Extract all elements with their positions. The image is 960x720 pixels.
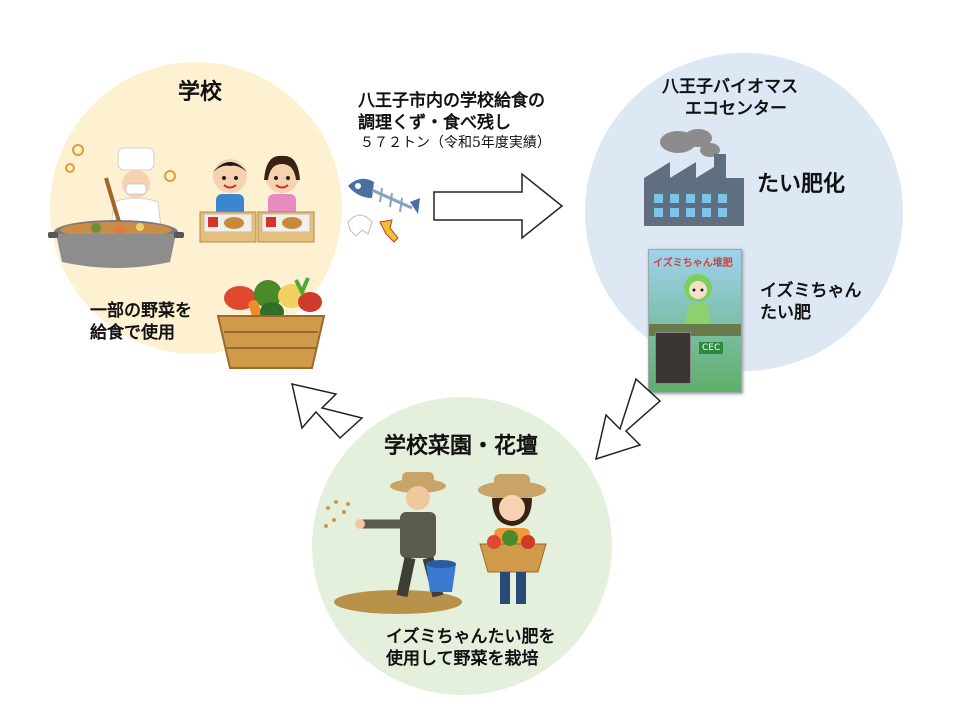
center-product-line-1: イズミちゃん <box>760 281 862 301</box>
chef-icon <box>48 144 184 268</box>
fish-bone-icon <box>347 178 420 243</box>
arrow-right <box>433 172 564 240</box>
garden-title: 学校菜園・花壇 <box>384 434 539 459</box>
center-product: イズミちゃん たい肥 <box>760 280 862 325</box>
compost-bag-icon: イズミちゃん堆肥 CEC <box>648 249 742 393</box>
waste-description: 八王子市内の学校給食の 調理くず・食べ残し <box>358 90 545 135</box>
waste-amount: ５７２トン（令和5年度実績） <box>360 135 551 151</box>
girl-with-vegetables-icon <box>478 474 547 604</box>
garden-circle <box>312 397 612 695</box>
school-caption-line-1: 一部の野菜を <box>90 301 192 321</box>
center-title-line-2: エコセンター <box>685 99 787 120</box>
children-icon <box>199 155 315 243</box>
factory-icon <box>644 129 744 226</box>
compost-bag-label: イズミちゃん堆肥 <box>653 258 733 269</box>
center-process: たい肥化 <box>757 172 846 197</box>
arrow-up-left <box>291 383 364 440</box>
center-product-line-2: たい肥 <box>760 303 811 324</box>
school-caption: 一部の野菜を 給食で使用 <box>90 300 192 345</box>
waste-line-2: 調理くず・食べ残し <box>358 113 511 134</box>
garden-caption-line-2: 使用して野菜を栽培 <box>386 649 539 670</box>
arrow-down-left <box>594 377 662 461</box>
compost-bag-tag: CEC <box>699 342 724 354</box>
compost-sample <box>655 332 691 384</box>
garden-caption: イズミちゃんたい肥を 使用して野菜を栽培 <box>386 626 556 671</box>
school-caption-line-2: 給食で使用 <box>90 323 175 344</box>
center-title-line-1: 八王子バイオマス <box>662 77 798 97</box>
school-title: 学校 <box>178 80 223 105</box>
vegetable-basket-icon <box>216 277 326 369</box>
farmer-icon <box>324 472 462 614</box>
garden-caption-line-1: イズミちゃんたい肥を <box>386 627 556 647</box>
izumi-character-icon <box>684 274 712 324</box>
center-title: 八王子バイオマス エコセンター <box>662 76 798 121</box>
waste-line-1: 八王子市内の学校給食の <box>358 91 545 111</box>
